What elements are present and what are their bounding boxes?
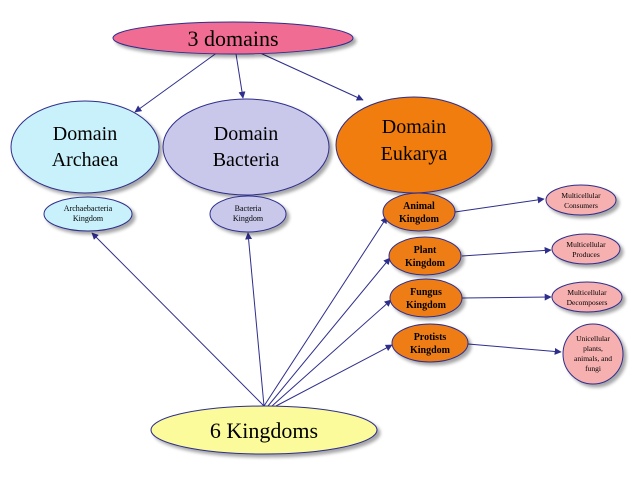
arrow-plant-to-produces — [461, 246, 552, 257]
node-6-kingdoms: 6 Kingdoms — [150, 405, 378, 455]
node-3-domains-label: 3 domains — [187, 26, 278, 51]
node-6-kingdoms-label: 6 Kingdoms — [210, 418, 318, 443]
protists-line1: Protists — [414, 332, 447, 343]
node-fungus-kingdom: Fungus Kingdom — [389, 278, 463, 318]
unicellular-line3: animals, and — [574, 354, 612, 363]
plant-line2: Kingdom — [405, 258, 446, 269]
protists-line2: Kingdom — [410, 345, 451, 356]
bacteria-kingdom-line1: Bacteria — [235, 204, 262, 213]
arrow-top-to-bacteria — [235, 53, 246, 99]
bacteria-line2: Bacteria — [213, 149, 280, 171]
fungus-line2: Kingdom — [406, 300, 447, 311]
decomposers-line1: Multicellular — [567, 288, 607, 297]
node-animal-kingdom: Animal Kingdom — [382, 192, 456, 232]
consumers-line2: Consumers — [564, 201, 598, 210]
node-3-domains: 3 domains — [112, 21, 354, 55]
archaebacteria-line2: Kingdom — [73, 214, 104, 223]
node-protists-kingdom: Protists Kingdom — [391, 323, 469, 363]
arrow-bottom-to-protists — [275, 344, 393, 407]
fungus-line1: Fungus — [410, 287, 442, 298]
produces-line1: Multicellular — [566, 240, 606, 249]
eukarya-line2: Eukarya — [381, 143, 448, 165]
consumers-line1: Multicellular — [561, 191, 601, 200]
arrow-fungus-to-decomposers — [461, 293, 552, 301]
unicellular-line1: Unicellular — [576, 334, 610, 343]
connectors — [91, 51, 562, 407]
node-plant-kingdom: Plant Kingdom — [388, 236, 462, 276]
archaebacteria-line1: Archaebacteria — [64, 204, 113, 213]
bacteria-kingdom-line2: Kingdom — [233, 214, 264, 223]
node-multicellular-consumers: Multicellular Consumers — [545, 184, 617, 216]
node-multicellular-decomposers: Multicellular Decomposers — [551, 281, 623, 313]
node-domain-bacteria: Domain Bacteria — [162, 98, 330, 196]
arrow-top-to-eukarya — [257, 51, 364, 101]
archaea-line2: Archaea — [52, 149, 119, 171]
node-unicellular: Unicellular plants, animals, and fungi — [562, 323, 624, 385]
node-domain-eukarya: Domain Eukarya — [335, 96, 493, 194]
node-archaebacteria-kingdom: Archaebacteria Kingdom — [43, 196, 133, 232]
node-domain-archaea: Domain Archaea — [10, 100, 160, 194]
arrow-bottom-to-plant — [267, 257, 391, 407]
unicellular-line4: fungi — [585, 364, 601, 373]
eukarya-line1: Domain — [382, 116, 446, 138]
arrow-bottom-to-archaebacteria — [91, 232, 265, 407]
arrow-top-to-archaea — [134, 51, 219, 113]
unicellular-line2: plants, — [583, 344, 603, 353]
bacteria-line1: Domain — [214, 123, 278, 145]
produces-line2: Produces — [572, 250, 600, 259]
node-bacteria-kingdom: Bacteria Kingdom — [209, 195, 287, 233]
arrow-animal-to-consumers — [454, 196, 545, 213]
decomposers-line2: Decomposers — [567, 298, 608, 307]
animal-line2: Kingdom — [399, 214, 440, 225]
node-multicellular-produces: Multicellular Produces — [551, 233, 621, 265]
arrow-bottom-to-fungus — [271, 299, 392, 407]
arrow-bottom-to-bacteria-kingdom — [245, 232, 265, 407]
arrow-protists-to-unicellular — [467, 343, 562, 355]
archaea-line1: Domain — [53, 123, 117, 145]
plant-line1: Plant — [414, 245, 437, 256]
arrow-bottom-to-animal — [263, 216, 388, 407]
animal-line1: Animal — [403, 201, 435, 212]
